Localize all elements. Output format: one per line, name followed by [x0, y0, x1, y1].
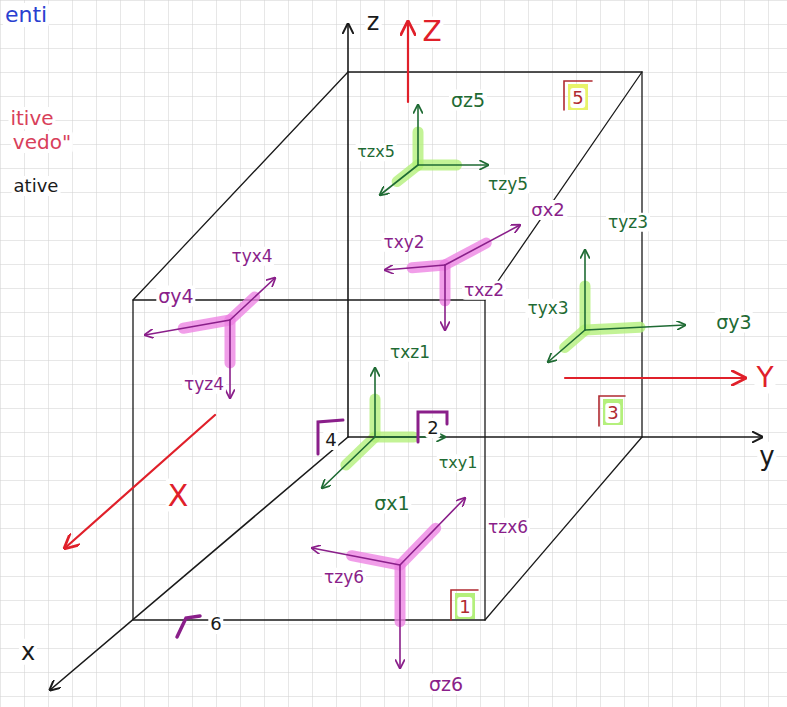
- axis-label: Y: [754, 363, 775, 394]
- face-number: 5: [570, 88, 585, 108]
- red-axis-arrow: [65, 415, 215, 548]
- stress-label: σx1: [372, 493, 411, 514]
- cube-edge: [485, 72, 642, 300]
- stress-label: τzx6: [486, 518, 530, 537]
- number-bracket: [451, 590, 478, 620]
- stress-arrow: [445, 225, 520, 265]
- stress-arrow: [380, 165, 418, 195]
- axis-line: [347, 24, 349, 437]
- note-text: vedo": [11, 131, 73, 153]
- stress-label: τyx3: [525, 299, 570, 318]
- number-bracket: [318, 420, 343, 454]
- axis-line: [348, 436, 762, 438]
- stress-label: σy3: [714, 312, 753, 333]
- stress-arrow: [418, 164, 488, 166]
- stress-label: τxz1: [388, 343, 432, 362]
- stress-arrow: [312, 548, 400, 565]
- number-bracket: [564, 81, 592, 110]
- axis-label: y: [757, 442, 776, 471]
- red-axis-arrow: [407, 22, 409, 102]
- stress-arrow: [417, 105, 419, 165]
- stress-label: τyz4: [182, 375, 226, 394]
- stress-arrow: [230, 278, 275, 320]
- stress-label: τzx5: [355, 143, 397, 161]
- number-highlight: [603, 399, 623, 425]
- stress-label: σy4: [156, 286, 195, 307]
- cube-edge: [133, 72, 348, 300]
- axis-label: X: [166, 479, 191, 512]
- number-highlight: [568, 84, 588, 110]
- cube-edge: [485, 437, 642, 620]
- stress-label: τxy2: [381, 233, 426, 252]
- number-bracket: [177, 616, 200, 637]
- stress-label: τxy1: [437, 454, 480, 472]
- face-number: 6: [208, 614, 223, 634]
- stress-arrow: [385, 265, 445, 270]
- stress-label: σx2: [529, 200, 567, 220]
- stress-arrow: [548, 330, 585, 362]
- face-number: 2: [425, 418, 440, 438]
- axis-line: [50, 437, 348, 690]
- stress-arrow: [229, 320, 231, 398]
- stress-arrow: [145, 320, 230, 335]
- stress-label: σz6: [427, 674, 465, 695]
- stress-label: τyx4: [229, 247, 274, 266]
- stress-arrow: [399, 565, 401, 668]
- stress-label: τyz3: [606, 213, 650, 232]
- cube-edge: [133, 300, 485, 620]
- axis-label: z: [365, 9, 382, 35]
- face-number: 3: [605, 403, 620, 423]
- axis-label: Z: [420, 17, 443, 48]
- stress-arrow: [584, 250, 586, 330]
- stress-label: τzy5: [486, 175, 530, 194]
- face-number: 4: [323, 430, 338, 450]
- face-number: 1: [457, 597, 472, 617]
- stress-label: τzy6: [322, 568, 366, 587]
- red-axis-arrow: [565, 377, 745, 379]
- stress-arrow: [444, 265, 446, 330]
- note-text: enti: [3, 3, 49, 27]
- cube-edge: [348, 72, 642, 437]
- number-bracket: [599, 396, 625, 426]
- note-text: ative: [12, 176, 61, 196]
- stress-label: σz5: [449, 90, 487, 111]
- stress-arrow: [374, 368, 376, 437]
- note-text: itive: [8, 107, 55, 129]
- stress-label: τxz2: [462, 281, 506, 300]
- axis-label: x: [19, 639, 37, 665]
- number-highlight: [455, 593, 475, 619]
- number-bracket: [418, 412, 447, 442]
- stress-arrow: [585, 325, 685, 330]
